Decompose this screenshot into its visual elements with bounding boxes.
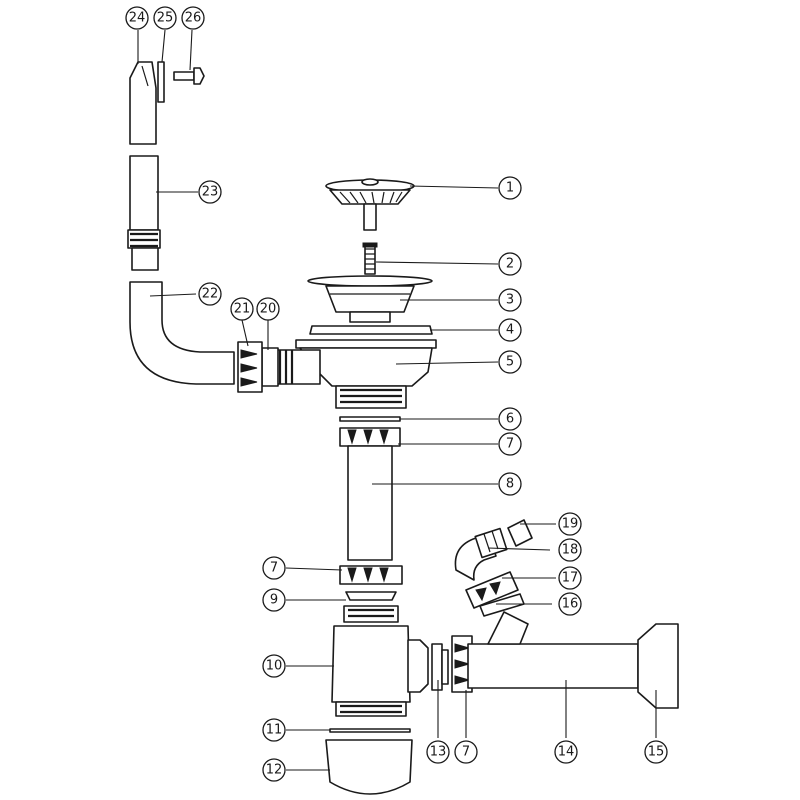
callout-10: 10 [262, 654, 286, 678]
part-7-nut-middle [339, 565, 403, 585]
callout-13: 13 [426, 740, 450, 764]
callout-20: 20 [256, 297, 280, 321]
part-19-hose-plug [507, 519, 533, 547]
part-8-tailpiece [347, 445, 393, 561]
callout-4-label: 4 [506, 323, 514, 338]
part-6-washer [339, 416, 401, 422]
callout-26-label: 26 [185, 11, 202, 26]
callout-4: 4 [498, 318, 522, 342]
callout-17-label: 17 [562, 571, 579, 586]
callout-6: 6 [498, 407, 522, 431]
part-21-overflow-nut [237, 341, 263, 393]
callout-17: 17 [558, 566, 582, 590]
callout-11-label: 11 [266, 723, 283, 738]
callouts: 1 2 3 4 5 6 7 8 [125, 6, 668, 782]
callout-24-label: 24 [129, 11, 146, 26]
callout-5: 5 [498, 350, 522, 374]
callout-24: 24 [125, 6, 149, 30]
callout-12-label: 12 [266, 763, 283, 778]
part-5-drain-body [275, 339, 437, 409]
callout-19: 19 [558, 512, 582, 536]
part-18-elbow-connector [454, 527, 508, 581]
callout-3-label: 3 [506, 293, 514, 308]
part-14-outlet-pipe [467, 611, 639, 689]
callout-16: 16 [558, 592, 582, 616]
parts [127, 61, 679, 795]
callout-1-label: 1 [506, 181, 514, 196]
callout-2-label: 2 [506, 257, 514, 272]
part-9-cone-washer [345, 591, 397, 601]
callout-22-label: 22 [202, 287, 219, 302]
part-17-branch-nut [465, 571, 519, 609]
part-11-o-ring [329, 728, 411, 733]
callout-7-middle: 7 [262, 556, 286, 580]
callout-25: 25 [153, 6, 177, 30]
callout-8-label: 8 [506, 477, 514, 492]
part-7-nut-top [339, 427, 401, 447]
part-7-nut-side [451, 635, 473, 693]
callout-5-label: 5 [506, 355, 514, 370]
callout-14: 14 [554, 740, 578, 764]
callout-7-middle-label: 7 [270, 561, 278, 576]
callout-9-label: 9 [270, 593, 278, 608]
part-12-trap-cap [325, 739, 413, 795]
part-23-overflow-hose [127, 155, 161, 271]
leader-lines [137, 29, 657, 771]
callout-12: 12 [262, 758, 286, 782]
callout-22: 22 [198, 282, 222, 306]
callout-13-label: 13 [430, 745, 447, 760]
callout-7-side-label: 7 [462, 745, 470, 760]
part-10-bottle-trap [331, 605, 429, 717]
callout-21: 21 [230, 297, 254, 321]
part-22-overflow-elbow [129, 281, 235, 385]
callout-21-label: 21 [234, 302, 251, 317]
callout-23-label: 23 [202, 185, 219, 200]
part-25-overflow-gasket [157, 61, 165, 103]
part-26-screw [173, 67, 205, 85]
part-13-side-washer [431, 643, 449, 691]
callout-8: 8 [498, 472, 522, 496]
part-24-overflow-head [129, 61, 157, 145]
callout-2: 2 [498, 252, 522, 276]
callout-20-label: 20 [260, 302, 277, 317]
callout-11: 11 [262, 718, 286, 742]
callout-14-label: 14 [558, 745, 575, 760]
callout-25-label: 25 [157, 11, 174, 26]
callout-7-top-label: 7 [506, 437, 514, 452]
callout-16-label: 16 [562, 597, 579, 612]
callout-7-top: 7 [498, 432, 522, 456]
part-1-strainer [325, 178, 415, 231]
callout-9: 9 [262, 588, 286, 612]
callout-18: 18 [558, 538, 582, 562]
part-15-wall-adapter [637, 623, 679, 709]
callout-3: 3 [498, 288, 522, 312]
callout-1: 1 [498, 176, 522, 200]
part-20-overflow-washer [261, 347, 279, 387]
callout-15: 15 [644, 740, 668, 764]
callout-7-side: 7 [454, 740, 478, 764]
callout-19-label: 19 [562, 517, 579, 532]
callout-10-label: 10 [266, 659, 283, 674]
part-3-sink-flange [307, 275, 433, 323]
part-4-gasket [309, 325, 433, 335]
callout-26: 26 [181, 6, 205, 30]
callout-18-label: 18 [562, 543, 579, 558]
callout-15-label: 15 [648, 745, 665, 760]
callout-23: 23 [198, 180, 222, 204]
callout-6-label: 6 [506, 412, 514, 427]
part-2-threaded-rod [362, 242, 378, 275]
